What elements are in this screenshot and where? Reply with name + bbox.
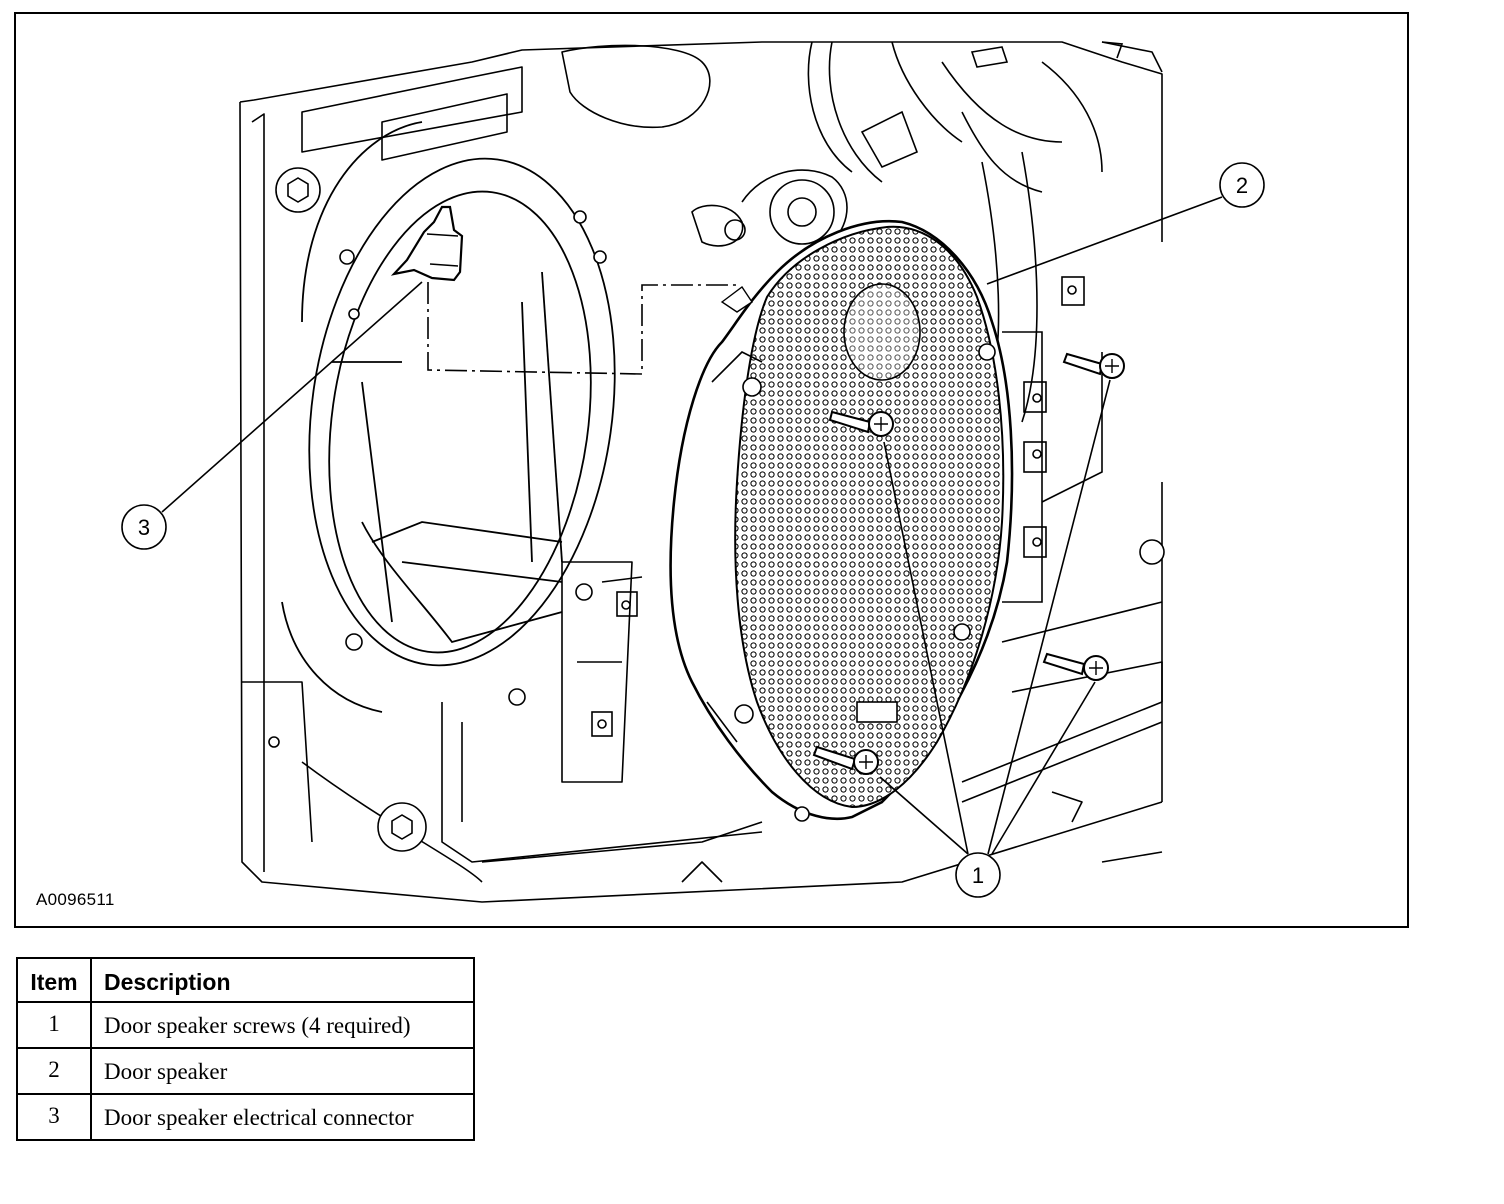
legend-item-description: Door speaker: [90, 1047, 475, 1095]
panel-bolts: [268, 167, 1165, 852]
legend-row: 1 Door speaker screws (4 required): [16, 1001, 475, 1049]
legend-header-row: Item Description: [16, 957, 475, 1003]
legend-header-description: Description: [90, 957, 475, 1003]
door-speaker-illustration: 1 2 3: [121, 41, 1265, 903]
leader-line-1b: [879, 776, 969, 855]
callout-3: 3: [121, 504, 167, 550]
legend-item-description: Door speaker screws (4 required): [90, 1001, 475, 1049]
illustration-frame: 1 2 3 A0096511: [14, 12, 1409, 928]
speaker-opening: [281, 121, 616, 713]
legend-header-item: Item: [16, 957, 92, 1003]
callout-2: 2: [1219, 162, 1265, 208]
callout-3-number: 3: [138, 515, 150, 540]
leader-line-1d: [991, 681, 1096, 855]
legend-item-number: 1: [16, 1001, 92, 1049]
screw-lower-right: [1042, 652, 1109, 681]
window-regulator: [591, 41, 1124, 737]
electrical-connector: [390, 205, 464, 282]
leader-line-2: [986, 196, 1223, 285]
screw-top: [828, 410, 894, 437]
legend-item-number: 2: [16, 1047, 92, 1095]
legend-row: 2 Door speaker: [16, 1047, 475, 1095]
legend-item-number: 3: [16, 1093, 92, 1141]
door-speaker: [669, 219, 1014, 822]
callout-1: 1: [955, 852, 1001, 898]
leader-lines: [161, 196, 1223, 855]
screw-upper-right: [1062, 352, 1125, 379]
callout-1-number: 1: [972, 863, 984, 888]
screw-bottom: [812, 745, 879, 775]
leader-line-1a: [883, 441, 969, 855]
leader-line-1c: [987, 379, 1111, 855]
legend-item-description: Door speaker electrical connector: [90, 1093, 475, 1141]
legend-row: 3 Door speaker electrical connector: [16, 1093, 475, 1141]
figure-id-label: A0096511: [36, 890, 115, 909]
leader-line-3: [161, 281, 423, 513]
callout-2-number: 2: [1236, 173, 1248, 198]
legend-table: Item Description 1 Door speaker screws (…: [16, 957, 475, 1141]
connection-path-line: [427, 282, 737, 375]
speaker-screws: [812, 352, 1125, 775]
